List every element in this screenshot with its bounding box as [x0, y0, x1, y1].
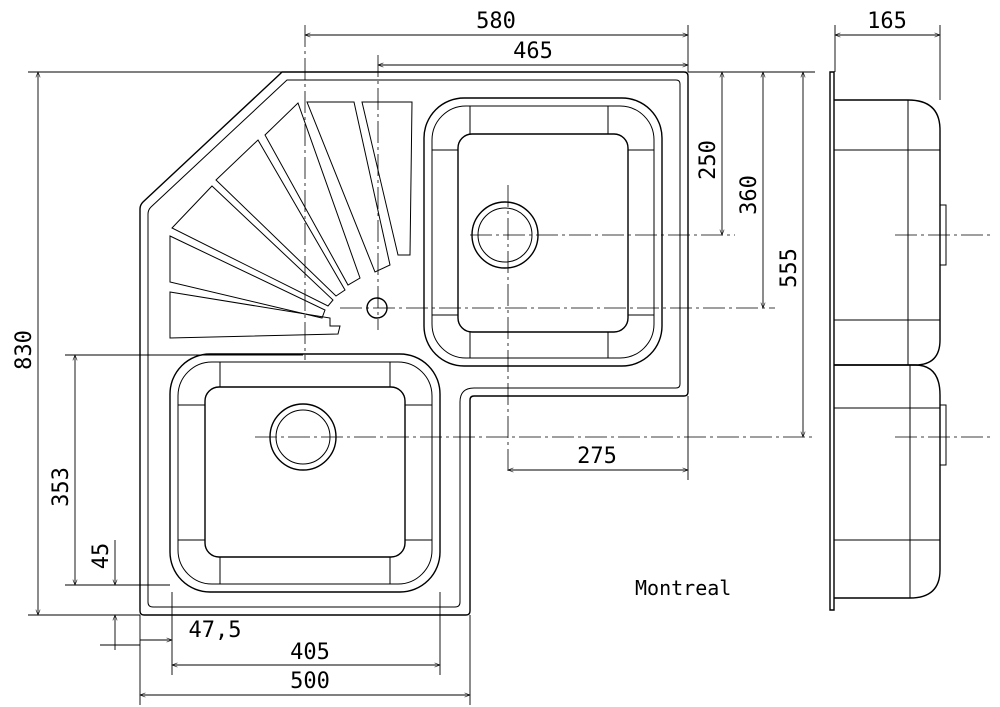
dim-45: 45	[89, 543, 114, 570]
dim-165: 165	[867, 9, 907, 34]
dim-405: 405	[290, 640, 330, 665]
center-lines	[255, 25, 990, 475]
dim-47-5: 47,5	[189, 618, 242, 643]
dim-465: 465	[513, 39, 553, 64]
sink-outline	[139, 71, 689, 616]
side-view	[829, 71, 947, 611]
dim-360: 360	[737, 175, 762, 215]
left-bowl	[169, 353, 441, 593]
product-name: Montreal	[635, 576, 731, 600]
dim-275: 275	[577, 444, 617, 469]
right-bowl	[423, 97, 663, 367]
drainboard-ribs	[169, 101, 413, 339]
dim-830: 830	[12, 330, 37, 370]
dim-353: 353	[49, 467, 74, 507]
dim-555: 555	[777, 248, 802, 288]
dim-500: 500	[290, 669, 330, 694]
dim-580: 580	[476, 9, 516, 34]
dimension-lines	[28, 25, 941, 705]
dim-250: 250	[696, 140, 721, 180]
